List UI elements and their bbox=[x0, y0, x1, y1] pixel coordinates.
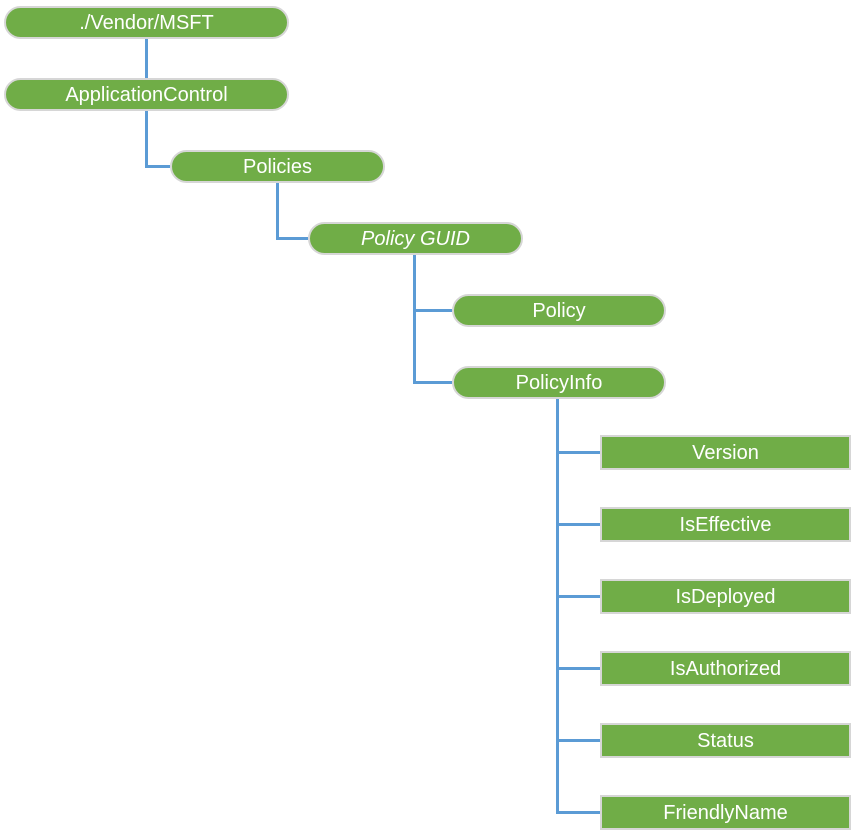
connector-policyinfo-to-friendlyname bbox=[556, 811, 600, 814]
node-friendly-name: FriendlyName bbox=[600, 795, 851, 830]
node-policy: Policy bbox=[452, 294, 666, 327]
connector-policyinfo-to-version bbox=[556, 451, 600, 454]
node-status: Status bbox=[600, 723, 851, 758]
connector-policies-to-policyguid-vertical bbox=[276, 183, 279, 240]
node-is-effective: IsEffective bbox=[600, 507, 851, 542]
connector-policyinfo-to-iseffective bbox=[556, 523, 600, 526]
connector-policyguid-to-policy bbox=[413, 309, 452, 312]
node-is-deployed: IsDeployed bbox=[600, 579, 851, 614]
connector-policies-to-policyguid-horizontal bbox=[276, 237, 308, 240]
connector-policyguid-trunk bbox=[413, 255, 416, 384]
node-application-control: ApplicationControl bbox=[4, 78, 289, 111]
node-policies: Policies bbox=[170, 150, 385, 183]
node-is-authorized: IsAuthorized bbox=[600, 651, 851, 686]
node-policy-info: PolicyInfo bbox=[452, 366, 666, 399]
connector-policyinfo-to-isdeployed bbox=[556, 595, 600, 598]
connector-policyinfo-trunk bbox=[556, 399, 559, 814]
connector-policyguid-to-policyinfo bbox=[413, 381, 452, 384]
node-vendor-msft: ./Vendor/MSFT bbox=[4, 6, 289, 39]
connector-vendor-to-applicationcontrol bbox=[145, 39, 148, 78]
connector-policyinfo-to-isauthorized bbox=[556, 667, 600, 670]
connector-applicationcontrol-to-policies-vertical bbox=[145, 111, 148, 168]
connector-policyinfo-to-status bbox=[556, 739, 600, 742]
connector-applicationcontrol-to-policies-horizontal bbox=[145, 165, 170, 168]
node-policy-guid: Policy GUID bbox=[308, 222, 523, 255]
node-version: Version bbox=[600, 435, 851, 470]
